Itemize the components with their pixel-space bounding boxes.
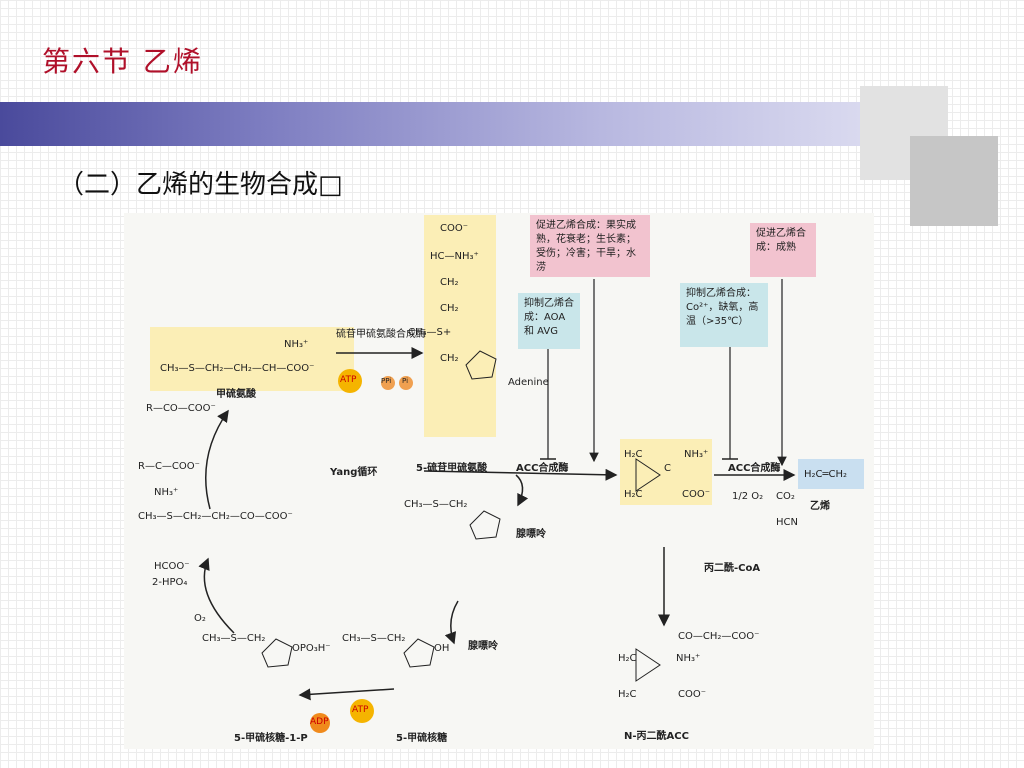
methionine-nh3: NH₃⁺ [284,339,309,350]
acc-c: C [664,463,671,474]
oh-label: OH [434,643,450,654]
keto-acid-label: R—CO—COO⁻ [146,403,216,414]
adp-label: ADP [310,717,329,727]
pathway-lines [150,215,864,733]
malonyl-acc-ring [635,648,661,682]
o2-half-label: 1/2 O₂ [732,491,764,502]
sam-ribose-ring [465,350,497,380]
mtr-chain-label: CH₃—S—CH₂ [342,633,406,644]
sam-label: 5-硫苷甲硫氨酸 [416,463,488,474]
inhibit-ethylene-box-1: 抑制乙烯合成：AOA 和 AVG [518,293,580,349]
ppi-circle [381,376,395,390]
sam-ch2-label-1: CH₂ [440,277,459,288]
promote-ethylene-box-2: 促进乙烯合成：成熟 [750,223,816,277]
hcoo-label: HCOO⁻ [154,561,190,572]
adp-star [310,713,330,733]
malonyl-h2c-top: H₂C [618,653,637,664]
malonyl-h2c-bottom: H₂C [618,689,637,700]
o2-label: O₂ [194,613,206,624]
ethylene-label: 乙烯 [810,501,830,512]
ethylene-biosynthesis-diagram: 促进乙烯合成：果实成熟，花衰老；生长素；受伤；冷害；干旱；水涝 促进乙烯合成：成… [124,213,874,749]
promote-ethylene-box-1: 促进乙烯合成：果实成熟，花衰老；生长素；受伤；冷害；干旱；水涝 [530,215,650,277]
mtr-ribose-ring [403,638,435,668]
adenine-label-2: 腺嘌呤 [468,641,498,652]
pi-label: Pi [402,377,409,385]
amino-acid-nh3: NH₃⁺ [154,487,179,498]
mta-to-mtr-arrow [444,600,459,645]
malonyl-coa-label: 丙二酰-CoA [704,563,761,574]
adenine-label-1: 腺嘌呤 [516,529,546,540]
yang-cycle-arrow-2 [205,409,229,510]
pi-circle [399,376,413,390]
atp-label-2: ATP [352,705,369,715]
slide-subtitle: （二）乙烯的生物合成□ [58,170,343,200]
methionine-chain: CH₃—S—CH₂—CH₂—CH—COO⁻ [160,363,315,374]
sam-s-label: CH₃—S+ [408,327,452,338]
amino-acid-label: R—C—COO⁻ [138,461,200,472]
mtrp-ribose-ring [261,638,293,668]
acc-h2c-top: H₂C [624,449,643,460]
yang-cycle-arrow-1 [198,557,235,634]
mtrp-label: 5-甲硫核糖-1-P [234,733,308,744]
n-malonyl-acc-label: N-丙二酰ACC [624,731,689,742]
malonyl-coo: COO⁻ [678,689,707,700]
atp-star-1 [338,369,362,393]
inhibit-ethylene-box-2: 抑制乙烯合成：Co²⁺，缺氧，高温（>35℃） [680,283,768,347]
methionine-highlight [150,327,354,391]
hcn-label: HCN [776,517,798,528]
sam-highlight [424,215,496,437]
acc-nh3: NH₃⁺ [684,449,709,460]
ppi-label: PPi [381,377,392,385]
sam-coo-label: COO⁻ [440,223,469,234]
malonyl-chain: CO—CH₂—COO⁻ [678,631,760,642]
ethylene-highlight [798,459,864,489]
yang-cycle-label: Yang循环 [330,467,378,478]
mtr-to-mtrp-arrow [298,688,395,701]
sam-to-mta-arrow [515,474,529,507]
methionine-label: 甲硫氨酸 [216,389,256,400]
atp-star-2 [350,699,374,723]
kmb-label: CH₃—S—CH₂—CH₂—CO—COO⁻ [138,511,293,522]
slide-title: 第六节 乙烯 [42,45,203,78]
acc-cyclopropane-ring [635,458,661,492]
decorative-square-dark [910,136,998,226]
sam-hc-label: HC—NH₃⁺ [430,251,479,262]
adenine-label: Adenine [508,377,549,388]
co2-label: CO₂ [776,491,795,502]
mta-chain-label: CH₃—S—CH₂ [404,499,468,510]
sam-ch2-label-3: CH₂ [440,353,459,364]
opo3-label: OPO₃H⁻ [292,643,331,654]
sam-to-acc-arrow [423,468,618,481]
hpo4-label: 2-HPO₄ [152,577,188,588]
acc-oxidase-label: ACC合成酶 [728,463,781,474]
mtrp-chain-label: CH₃—S—CH₂ [202,633,266,644]
acc-coo: COO⁻ [682,489,711,500]
acc-h2c-bottom: H₂C [624,489,643,500]
met-enzyme-label: 硫苷甲硫氨酸合成酶 [336,329,426,340]
sam-ch2-label-2: CH₂ [440,303,459,314]
mta-ribose-ring [469,510,501,540]
ethylene-formula: H₂C═CH₂ [804,469,848,480]
header-gradient-band [0,102,860,146]
acc-highlight [620,439,712,505]
atp-label-1: ATP [340,375,357,385]
mtr-label: 5-甲硫核糖 [396,733,448,744]
malonyl-nh3: NH₃⁺ [676,653,701,664]
acc-synthase-label: ACC合成酶 [516,463,569,474]
